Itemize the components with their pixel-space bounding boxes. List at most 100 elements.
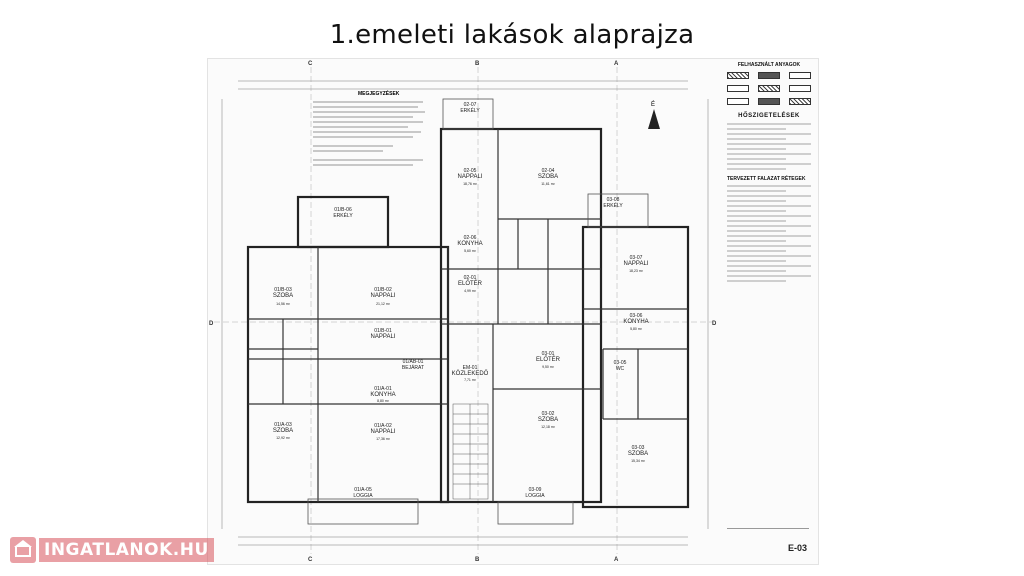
svg-text:11,61 m²: 11,61 m² [541,182,555,186]
axis-markers: C B A C B A D D [209,61,717,563]
svg-text:NAPPALI: NAPPALI [371,429,396,435]
svg-text:03-05: 03-05 [614,360,627,366]
svg-text:01/B-06: 01/B-06 [334,207,352,213]
axis-label-d-right: D [712,321,717,327]
svg-text:9,50 m²: 9,50 m² [542,365,555,369]
svg-text:LOGGIA: LOGGIA [525,493,545,499]
notes-title: MEGJEGYZÉSEK [358,89,400,97]
svg-text:01/B-02: 01/B-02 [374,287,392,293]
svg-text:03-07: 03-07 [630,255,643,261]
svg-text:ELŐTÉR: ELŐTÉR [536,356,561,363]
svg-text:KONYHA: KONYHA [457,241,482,247]
svg-text:02-05: 02-05 [464,168,477,174]
svg-text:ERKÉLY: ERKÉLY [603,202,623,209]
svg-text:NAPPALI: NAPPALI [624,261,649,267]
svg-text:NAPPALI: NAPPALI [371,334,396,340]
ingatlanok-logo: INGATLANOK.HU [10,537,214,563]
svg-text:03-02: 03-02 [542,411,555,417]
svg-text:EM-01: EM-01 [463,365,478,371]
svg-text:NAPPALI: NAPPALI [371,293,396,299]
svg-text:02-01: 02-01 [464,275,477,281]
svg-text:02-04: 02-04 [542,168,555,174]
legend-swatches [727,72,811,79]
title-block-stamp: E-03 [727,528,809,555]
svg-text:SZOBA: SZOBA [538,174,558,180]
svg-text:ELŐTÉR: ELŐTÉR [458,280,483,287]
materials-legend: FELHASZNÁLT ANYAGOK HŐSZIGETELÉSEK TERVE… [727,62,811,552]
balcony-hatch [307,98,649,525]
axis-label-b-bottom: B [475,557,480,563]
svg-text:18,23 m²: 18,23 m² [629,269,644,273]
inner-walls [248,129,688,502]
svg-text:LOGGIA: LOGGIA [353,493,373,499]
svg-text:01/AB-01: 01/AB-01 [403,359,424,365]
wall-layers-heading: TERVEZETT FALAZAT RÉTEGEK [727,176,806,182]
house-icon [10,537,36,563]
svg-text:17,36 m²: 17,36 m² [376,437,391,441]
sheet-code: E-03 [787,543,807,553]
axis-label-a-top: A [614,61,619,67]
svg-text:SZOBA: SZOBA [538,417,558,423]
floor-plan-svg: MEGJEGYZÉSEK C B A C B A D D É [209,61,717,563]
compass-label: É [651,101,655,108]
svg-text:KONYHA: KONYHA [370,392,395,398]
svg-text:ERKÉLY: ERKÉLY [333,212,353,219]
svg-text:12,92 m²: 12,92 m² [276,436,291,440]
svg-text:5,60 m²: 5,60 m² [464,249,477,253]
dimension-lines [221,80,709,546]
page-title: 1.emeleti lakások alaprajza [329,20,695,50]
svg-text:12,18 m²: 12,18 m² [541,425,556,429]
svg-text:ERKÉLY: ERKÉLY [460,107,480,114]
svg-text:01/A-05: 01/A-05 [354,487,372,493]
notes-block: MEGJEGYZÉSEK [313,89,425,166]
svg-text:18,76 m²: 18,76 m² [463,182,478,186]
staircase [452,403,489,500]
svg-text:SZOBA: SZOBA [273,293,293,299]
svg-text:03-09: 03-09 [529,487,542,493]
axis-label-a-bottom: A [614,557,619,563]
svg-text:NAPPALI: NAPPALI [458,174,483,180]
svg-text:SZOBA: SZOBA [273,428,293,434]
svg-text:5,80 m²: 5,80 m² [630,327,643,331]
axis-label-c-bottom: C [308,557,313,563]
svg-text:KÖZLEKEDŐ: KÖZLEKEDŐ [452,370,489,377]
heating-heading: HŐSZIGETELÉSEK [738,113,800,119]
svg-text:01/A-01: 01/A-01 [374,386,392,392]
svg-text:KONYHA: KONYHA [623,319,648,325]
svg-text:01/A-02: 01/A-02 [374,423,392,429]
svg-text:21,12 m²: 21,12 m² [376,302,391,306]
svg-text:01/B-01: 01/B-01 [374,328,392,334]
svg-text:8,80 m²: 8,80 m² [377,399,390,403]
svg-text:SZOBA: SZOBA [628,451,648,457]
svg-text:03-08: 03-08 [607,197,620,203]
axis-grid [214,67,713,554]
svg-text:BEJÁRAT: BEJÁRAT [402,364,424,371]
svg-text:15,34 m²: 15,34 m² [631,459,646,463]
svg-text:7,71 m²: 7,71 m² [464,378,477,382]
floor-plan-drawing: MEGJEGYZÉSEK C B A C B A D D É [207,58,819,565]
svg-text:02-07: 02-07 [464,102,477,108]
svg-text:01/B-03: 01/B-03 [274,287,292,293]
legend-title: FELHASZNÁLT ANYAGOK [737,62,801,68]
